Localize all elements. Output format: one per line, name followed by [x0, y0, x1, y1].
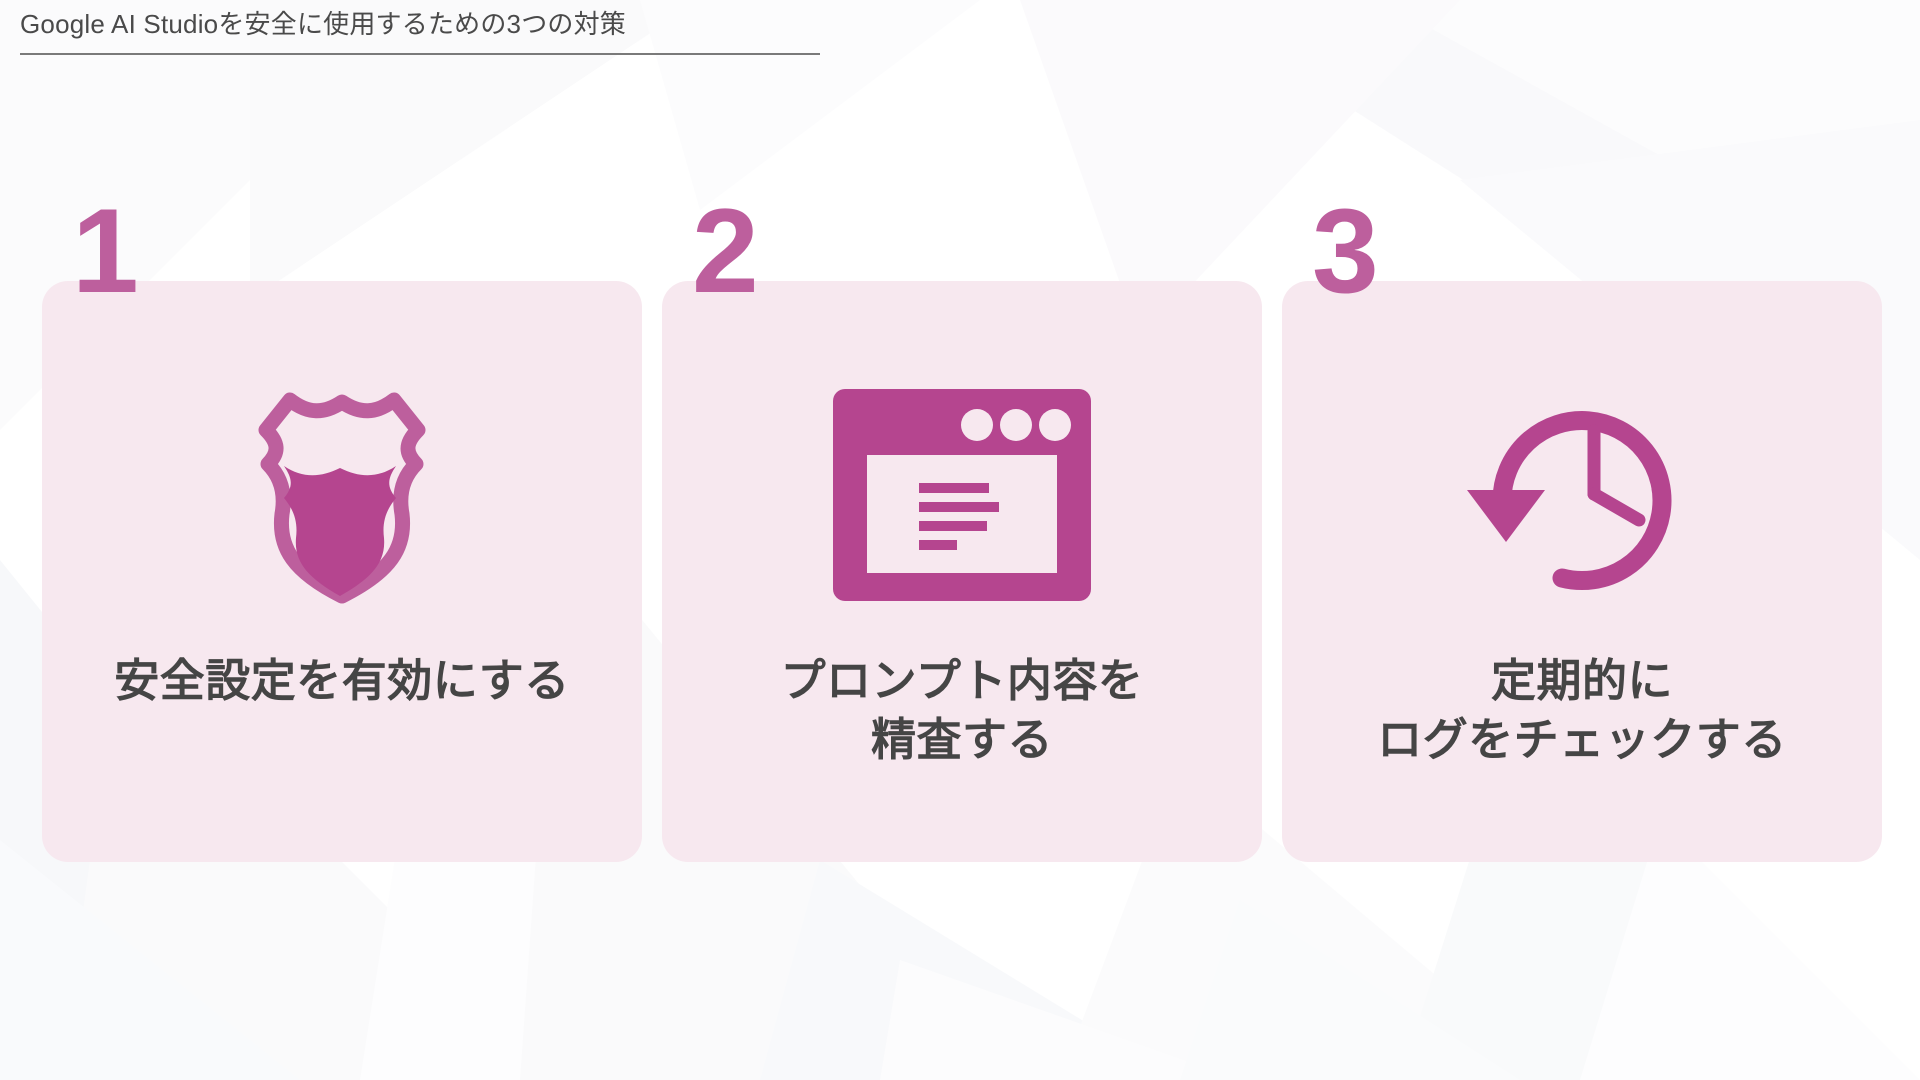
window-text-line-3 [919, 521, 987, 531]
shield-icon [258, 392, 426, 604]
step-number-2: 2 [692, 184, 759, 318]
window-text-line-2 [919, 502, 999, 512]
window-dot-3 [1039, 409, 1071, 441]
step-number-1: 1 [72, 184, 139, 318]
step-icon-2 [662, 375, 1262, 615]
title-underline-rule [20, 52, 820, 55]
step-icon-3 [1282, 375, 1882, 615]
clock-ring [1492, 411, 1672, 591]
step-card-3[interactable]: 3 定期的に ログをチェックする [1282, 191, 1882, 862]
step-label-1: 安全設定を有効にする [114, 655, 570, 706]
step-card-1[interactable]: 1 安全設定を有効にする [42, 191, 642, 862]
window-dot-2 [1000, 409, 1032, 441]
page-title: Google AI Studioを安全に使用するための3つの対策 [20, 9, 626, 39]
step-label-3: 定期的に ログをチェックする [1377, 655, 1787, 766]
step-label-2: プロンプト内容を 精査する [780, 655, 1144, 766]
browser-window-icon [833, 389, 1091, 601]
clock-arrowhead [1467, 490, 1545, 542]
step-number-3: 3 [1312, 184, 1379, 318]
slide-header: Google AI Studioを安全に使用するための3つの対策 [0, 8, 820, 55]
window-text-line-1 [919, 483, 989, 493]
window-text-line-4 [919, 540, 957, 550]
clock-hand-minute [1587, 487, 1646, 527]
step-icon-1 [42, 375, 642, 615]
window-dot-1 [961, 409, 993, 441]
clock-history-icon [1467, 411, 1672, 591]
step-card-2[interactable]: 2 プロンプト内容を 精査する [662, 191, 1262, 862]
